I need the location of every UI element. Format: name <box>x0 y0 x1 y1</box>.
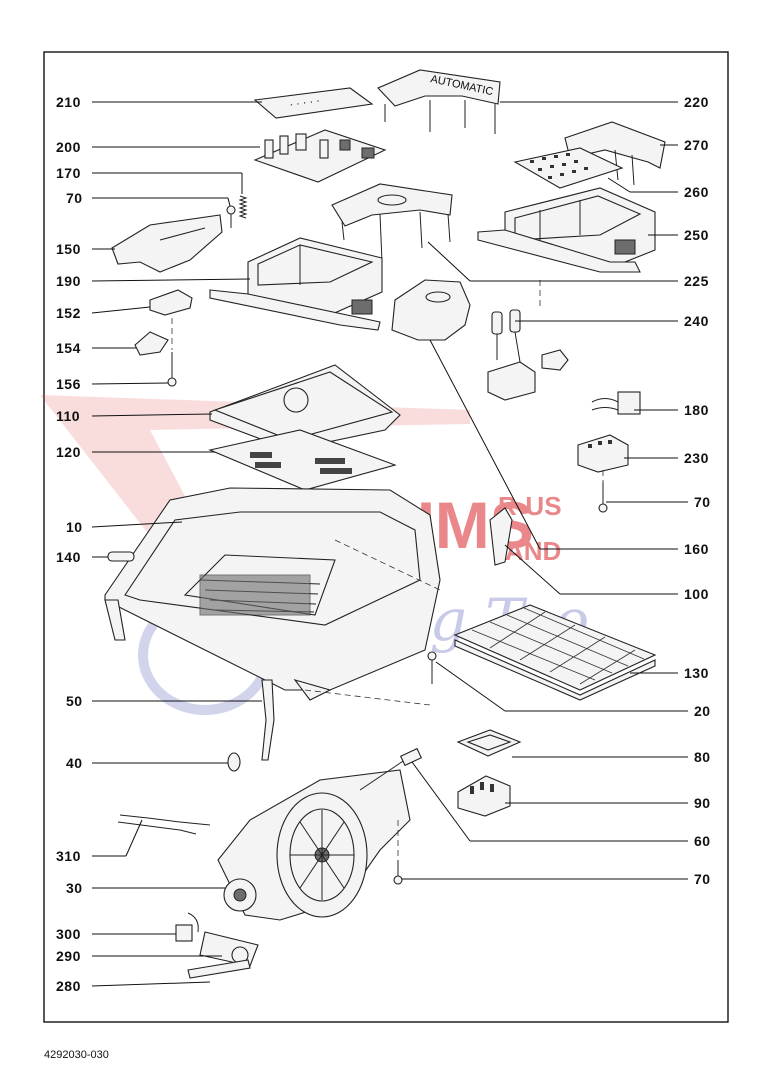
callout-80: 80 <box>694 749 711 765</box>
part-200-electronics-board <box>253 129 387 183</box>
callout-210: 210 <box>56 94 81 110</box>
callout-280: 280 <box>56 978 81 994</box>
part-280-shaft <box>187 959 251 979</box>
part-140-pin <box>107 551 135 562</box>
watermark-suffix-bottom: AND <box>505 536 561 566</box>
callout-160: 160 <box>684 541 709 557</box>
callout-110: 110 <box>56 408 80 424</box>
callout-200: 200 <box>56 139 81 155</box>
callout-120: 120 <box>56 444 81 460</box>
part-225-cover <box>331 183 453 263</box>
callout-20: 20 <box>694 703 711 719</box>
callout-180: 180 <box>684 402 709 418</box>
part-260-keypad <box>513 147 624 189</box>
part-250-control-housing <box>477 187 656 273</box>
part-30-cable-reel-assembly <box>217 747 423 921</box>
callout-152: 152 <box>56 305 81 321</box>
callout-70-b: 70 <box>694 494 711 510</box>
callout-130: 130 <box>684 665 709 681</box>
part-130-exhaust-filter <box>453 604 657 701</box>
callout-240: 240 <box>684 313 709 329</box>
callout-154: 154 <box>56 340 81 356</box>
drawing-code: 4292030-030 <box>44 1049 109 1061</box>
callout-90: 90 <box>694 795 711 811</box>
part-310-wire-harness <box>117 814 211 835</box>
part-300-switch <box>175 912 199 942</box>
callout-30: 30 <box>66 880 83 896</box>
part-154-clip <box>134 331 169 356</box>
callout-150: 150 <box>56 241 81 257</box>
callout-230: 230 <box>684 450 709 466</box>
callout-310: 310 <box>56 848 81 864</box>
callout-270: 270 <box>684 137 709 153</box>
callout-250: 250 <box>684 227 709 243</box>
part-90-connector-block <box>457 775 511 817</box>
part-150-side-cover <box>111 214 223 273</box>
watermark-swoosh <box>40 395 470 600</box>
callout-70-a: 70 <box>66 190 83 206</box>
right-callouts: 220 270 260 250 225 240 180 230 70 160 1… <box>402 94 711 887</box>
callout-260: 260 <box>684 184 709 200</box>
part-180-microswitch <box>591 391 641 415</box>
callout-190: 190 <box>56 273 81 289</box>
part-70-screw-mid <box>598 482 608 513</box>
part-110-filter-lid <box>209 364 401 451</box>
part-50-lever-rod <box>261 679 275 761</box>
part-80-seal-frame <box>456 729 522 757</box>
part-156-screw <box>167 352 177 387</box>
part-20-screw <box>427 651 437 684</box>
part-152-latch <box>149 289 193 316</box>
part-70-screw-bottom <box>393 860 403 885</box>
part-10-main-housing <box>104 487 441 701</box>
part-210-label-plate: · · · · · <box>253 87 374 119</box>
callout-290: 290 <box>56 948 81 964</box>
assembly-guide-lines <box>171 280 604 858</box>
callout-220: 220 <box>684 94 709 110</box>
part-240-capacitor-assembly <box>487 309 569 401</box>
part-290-circuit-board <box>199 931 259 967</box>
callout-140: 140 <box>56 549 81 565</box>
callout-60: 60 <box>694 833 711 849</box>
callout-100: 100 <box>684 586 709 602</box>
callout-225: 225 <box>684 273 709 289</box>
part-190-switch-frame <box>209 237 383 331</box>
part-120-filter-grid <box>208 429 397 491</box>
callout-156: 156 <box>56 376 81 392</box>
svg-text:· · · · ·: · · · · · <box>289 95 321 111</box>
part-40-pulley <box>227 752 241 772</box>
callout-170: 170 <box>56 165 81 181</box>
callout-40: 40 <box>66 755 83 771</box>
part-230-terminal-block <box>577 434 629 473</box>
callout-10: 10 <box>66 519 83 535</box>
left-callouts: 210 200 170 70 150 190 152 154 156 110 1… <box>56 94 262 994</box>
callout-70-c: 70 <box>694 871 711 887</box>
callout-300: 300 <box>56 926 81 942</box>
part-170-spring <box>238 195 248 219</box>
callout-50: 50 <box>66 693 83 709</box>
part-160-lever <box>489 507 513 566</box>
part-160-cover-shell <box>391 279 471 341</box>
part-70-screw-top <box>226 205 236 228</box>
